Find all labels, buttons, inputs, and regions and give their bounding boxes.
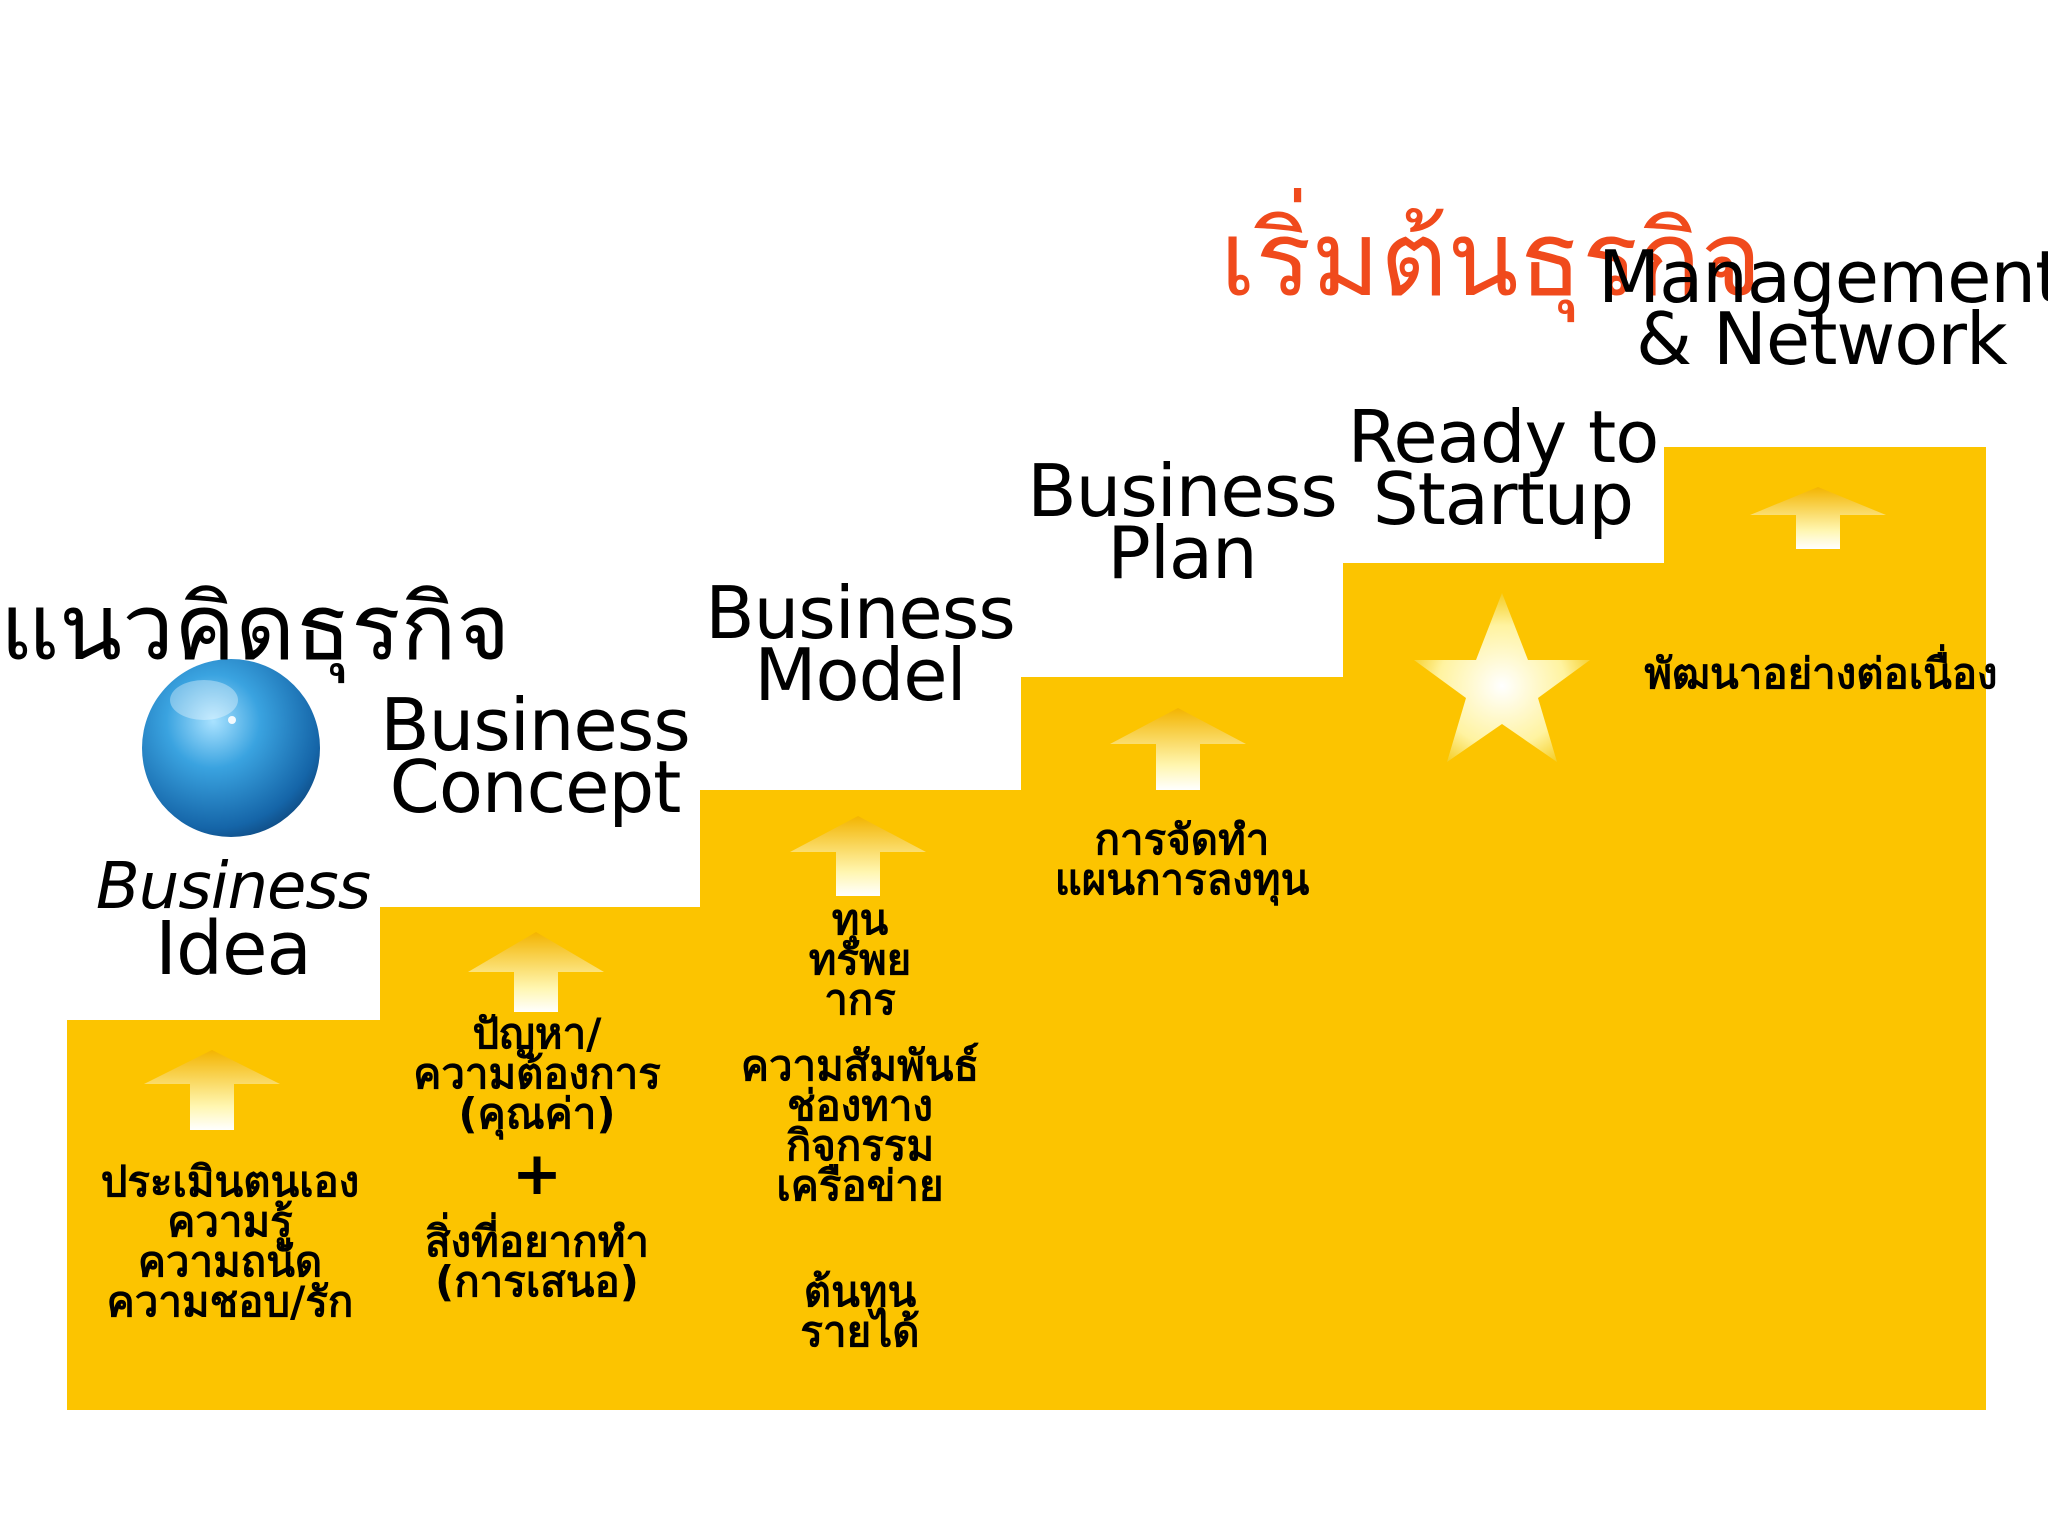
detail-line: (การเสนอ) xyxy=(435,1257,639,1306)
heading-line: Plan xyxy=(1107,511,1257,595)
up-arrow-icon xyxy=(144,1050,280,1130)
detail-line: การจัดทำ xyxy=(1094,815,1270,864)
detail-line: พัฒนาอย่างต่อเนื่อง xyxy=(1644,649,1998,698)
step-2-heading: Business Concept xyxy=(380,683,691,829)
detail-line: ปัญหา/ xyxy=(472,1009,602,1058)
heading-line: Concept xyxy=(389,745,682,829)
step-6-heading: Management & Network xyxy=(1598,235,2048,381)
step-3-details-activities: ความสัมพันธ์ ช่องทาง กิจกรรม เครือข่าย xyxy=(700,1041,1020,1210)
sphere-icon xyxy=(142,659,320,837)
heading-line: Business xyxy=(380,683,691,767)
step-4-heading: Business Plan xyxy=(1022,449,1342,595)
up-arrow-icon xyxy=(1750,487,1886,549)
step-2-details-bottom: สิ่งที่อยากทำ (การเสนอ) xyxy=(384,1217,690,1306)
detail-line: ทรัพย xyxy=(808,935,912,984)
up-arrow-icon xyxy=(1110,708,1246,790)
heading-line: Business xyxy=(95,850,371,924)
left-title: แนวคิดธุรกิจ xyxy=(0,574,511,681)
detail-line: ทุน xyxy=(831,895,889,944)
heading-line: Business xyxy=(705,571,1016,655)
heading-line: Management xyxy=(1598,235,2048,319)
up-arrow-icon xyxy=(468,932,604,1012)
step-4-details: การจัดทำ แผนการลงทุน xyxy=(1022,815,1342,904)
star-icon xyxy=(1414,593,1590,762)
step-5-heading: Ready to Startup xyxy=(1344,395,1662,541)
detail-line: ความต้องการ xyxy=(413,1049,661,1098)
detail-line: ช่องทาง xyxy=(786,1081,933,1130)
detail-line: ากร xyxy=(824,975,896,1024)
detail-line: ความถนัด xyxy=(137,1237,323,1286)
detail-line: ต้นทุน xyxy=(803,1267,917,1316)
detail-line: สิ่งที่อยากทำ xyxy=(425,1217,649,1266)
step-2-details-top: ปัญหา/ ความต้องการ (คุณค่า) xyxy=(384,1009,690,1138)
detail-line: (คุณค่า) xyxy=(458,1089,616,1138)
heading-line: Business xyxy=(1027,449,1338,533)
step-6-details: พัฒนาอย่างต่อเนื่อง xyxy=(1606,649,2036,698)
detail-line: ประเมินตนเอง xyxy=(100,1157,360,1206)
up-arrow-icon xyxy=(790,816,926,896)
step-3-details-resources: ทุน ทรัพย ากร xyxy=(700,895,1020,1024)
heading-line: Idea xyxy=(155,906,312,992)
heading-line: Model xyxy=(754,633,966,717)
main-title: เริ่มต้นธุรกิจ xyxy=(1220,198,1762,320)
heading-line: Ready to xyxy=(1347,395,1660,479)
heading-line: Startup xyxy=(1372,457,1634,541)
plus-sign: + xyxy=(511,1139,563,1209)
step-3-heading: Business Model xyxy=(700,571,1020,717)
detail-line: ความสัมพันธ์ xyxy=(740,1041,980,1090)
detail-line: ความรู้ xyxy=(167,1197,293,1246)
step-3-details-finance: ต้นทุน รายได้ xyxy=(700,1267,1020,1356)
detail-line: รายได้ xyxy=(800,1307,920,1356)
detail-line: ความชอบ/รัก xyxy=(106,1277,354,1326)
heading-line: & Network xyxy=(1636,297,2008,381)
step-1-details: ประเมินตนเอง ความรู้ ความถนัด ความชอบ/รั… xyxy=(80,1157,380,1326)
detail-line: กิจกรรม xyxy=(785,1121,935,1170)
step-1-heading: Business Idea xyxy=(88,850,378,992)
detail-line: เครือข่าย xyxy=(776,1161,944,1210)
detail-line: แผนการลงทุน xyxy=(1054,855,1310,904)
